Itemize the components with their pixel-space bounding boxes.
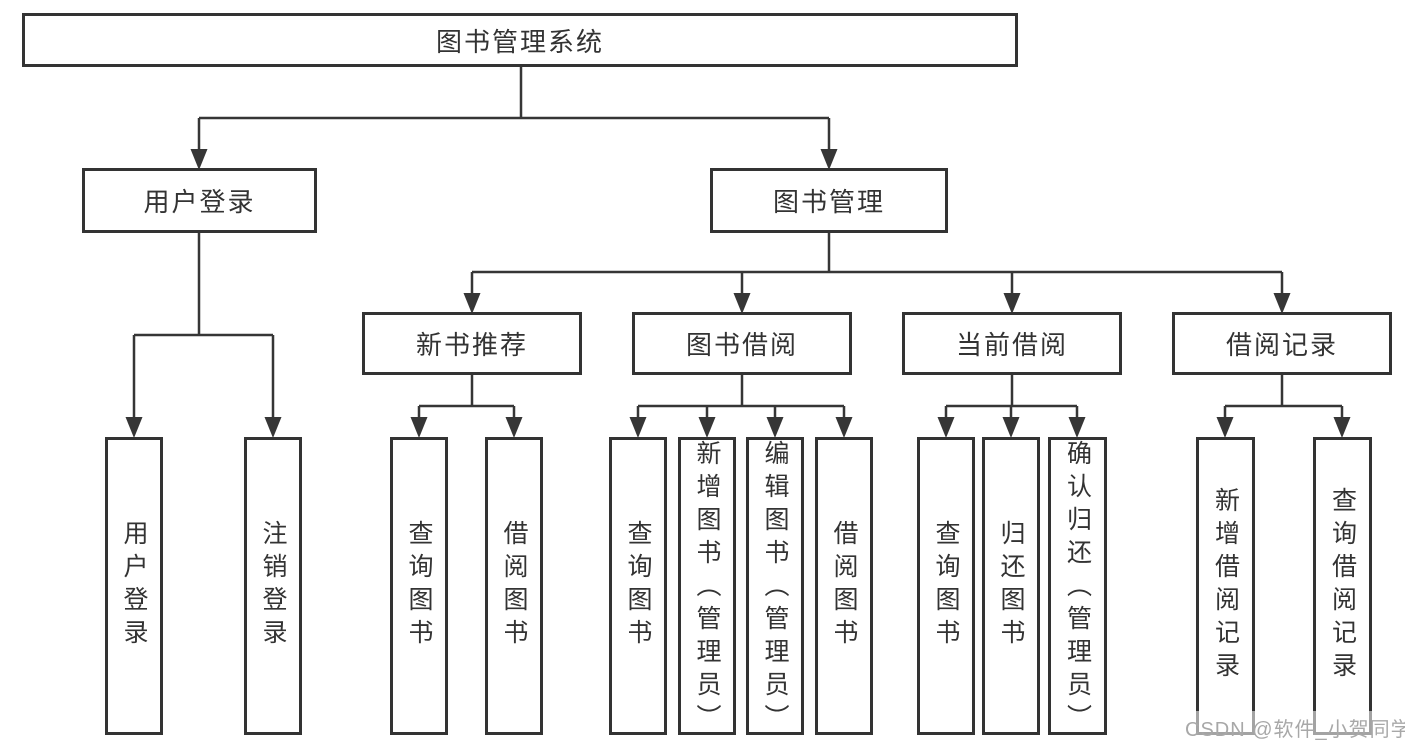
leaf-confirm-return-admin: 确认归还（管理员） bbox=[1048, 437, 1107, 737]
leaf-borrow-books-recommend: 借阅图书 bbox=[485, 437, 543, 735]
leaf-edit-book-admin: 编辑图书（管理员） bbox=[746, 437, 804, 737]
leaf-borrow-books-borrow: 借阅图书 bbox=[815, 437, 873, 735]
leaf-return-books: 归还图书 bbox=[982, 437, 1040, 735]
leaf-add-borrow-record: 新增借阅记录 bbox=[1196, 437, 1255, 735]
connector-book-borrow-to-leaves bbox=[629, 375, 853, 438]
connector-borrow-records-to-leaves bbox=[1216, 375, 1351, 438]
leaf-query-books-current: 查询图书 bbox=[917, 437, 975, 735]
node-user-login: 用户登录 bbox=[82, 168, 317, 233]
node-book-borrow: 图书借阅 bbox=[632, 312, 852, 375]
leaf-user-login: 用户登录 bbox=[105, 437, 163, 735]
connector-book-management-to-level3 bbox=[463, 233, 1291, 314]
node-borrow-records: 借阅记录 bbox=[1172, 312, 1392, 375]
node-root: 图书管理系统 bbox=[22, 13, 1018, 67]
node-current-borrow: 当前借阅 bbox=[902, 312, 1122, 375]
connector-root-to-level2 bbox=[190, 67, 838, 170]
leaf-add-book-admin: 新增图书（管理员） bbox=[678, 437, 736, 737]
connector-new-book-recommend-to-leaves bbox=[410, 375, 523, 438]
leaf-query-borrow-record: 查询借阅记录 bbox=[1313, 437, 1372, 735]
watermark: CSDN @软件_小贺同学 bbox=[1181, 711, 1405, 744]
node-book-management: 图书管理 bbox=[710, 168, 948, 233]
leaf-query-books-borrow: 查询图书 bbox=[609, 437, 667, 735]
connector-user-login-to-leaves bbox=[125, 233, 282, 438]
leaf-logout: 注销登录 bbox=[244, 437, 302, 735]
leaf-query-books-recommend: 查询图书 bbox=[390, 437, 448, 735]
node-new-book-recommend: 新书推荐 bbox=[362, 312, 582, 375]
connector-current-borrow-to-leaves bbox=[937, 375, 1086, 438]
